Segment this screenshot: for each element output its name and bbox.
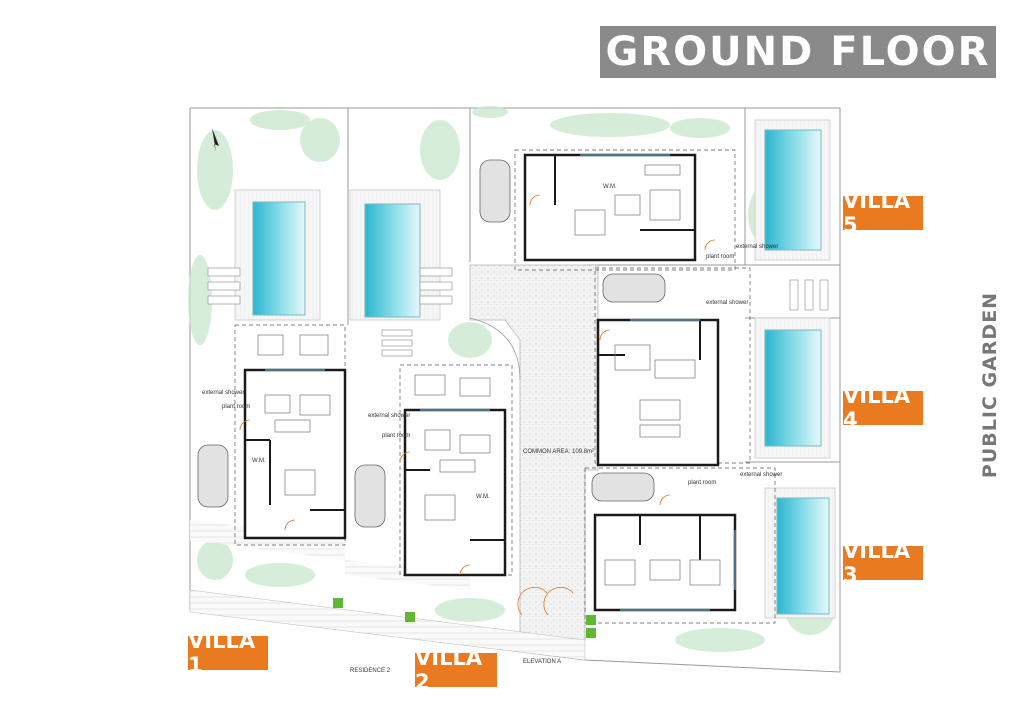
pool-villa-4 [764,329,822,447]
external-shower-label-v2: external shower [368,413,410,419]
villa-2-label: VILLA 2 [415,646,497,694]
wm-label-v1: W.M. [252,458,266,464]
external-shower-label-v5: external shower [736,244,778,250]
residence-label: RESIDENCE 2 [350,668,391,674]
plant-room-label-v5: plant room [706,254,734,260]
page-title: GROUND FLOOR [600,26,996,78]
external-shower-label-v4: external shower [706,300,748,306]
villa-3-label: VILLA 3 [843,539,923,587]
wm-label-v5: W.M. [603,184,617,190]
plant-room-label-v2: plant room [382,433,410,439]
sun-loungers [207,267,829,357]
building-villa-4 [596,318,720,467]
elevation-label: ELEVATION A [523,659,561,665]
glazing [265,154,736,611]
villa-5-label: VILLA 5 [843,189,923,237]
external-shower-label-v3: external shower [740,472,782,478]
plant-room-label-v1: plant room [222,404,250,410]
plant-room-label-v3: plant room [688,480,716,486]
pool-villa-3 [776,497,830,615]
building-villa-5 [523,153,697,262]
external-shower-label-v1: external shower [202,390,244,396]
north-arrow-icon [212,128,219,152]
villa-1-label: VILLA 1 [188,629,268,677]
building-villa-2 [403,408,507,577]
villa-4-label: VILLA 4 [843,384,923,432]
doors [239,194,716,616]
common-area-paving [189,264,599,661]
green-bins [333,598,596,638]
furniture [257,164,721,586]
pool-villa-2 [364,203,421,318]
villa-buildings [243,153,737,612]
pool-villa-5 [764,129,822,251]
pool-villa-1 [252,201,306,316]
pools [252,129,830,615]
common-area-label: COMMON AREA: 109.8m² [523,449,594,455]
wm-label-v2: W.M. [476,494,490,500]
public-garden-label: PUBLIC GARDEN [979,291,1001,479]
parked-cars [197,159,666,528]
interior-walls [245,155,701,560]
building-villa-3 [593,513,737,612]
